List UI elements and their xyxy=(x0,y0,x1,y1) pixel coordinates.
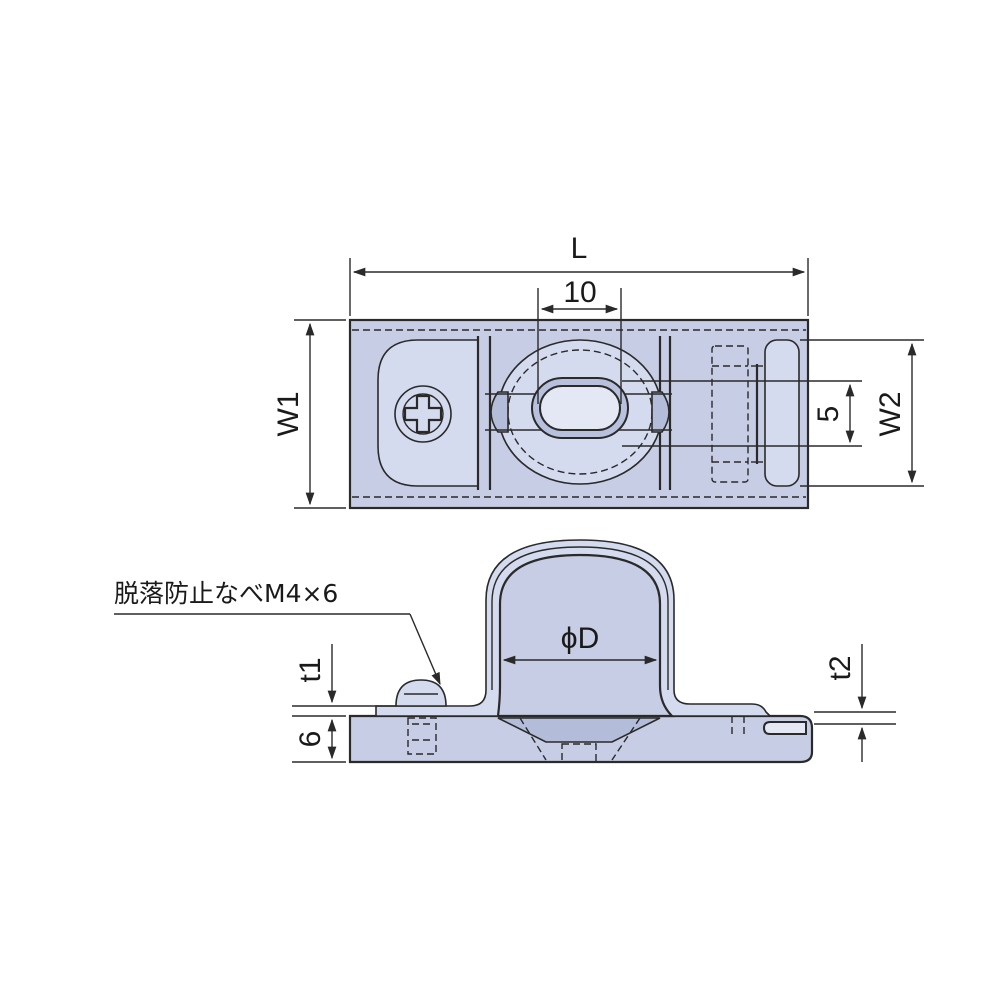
side-dimensions: ϕD 6 t1 t2 xyxy=(292,622,896,763)
dim-base-height-label: 6 xyxy=(294,731,327,748)
dim-slot-length-label: 10 xyxy=(563,276,596,309)
side-view xyxy=(348,539,814,764)
dim-diameter-label: ϕD xyxy=(561,622,599,655)
dim-t2-label: t2 xyxy=(824,655,857,680)
pan-head-screw-icon xyxy=(395,679,447,755)
phillips-screw-icon xyxy=(394,385,452,443)
hook-slot xyxy=(764,339,800,487)
dim-slot-width-label: 5 xyxy=(812,406,845,423)
dim-t1-label: t1 xyxy=(294,657,327,682)
top-dimensions: L 10 W1 5 W2 xyxy=(272,232,924,509)
top-view xyxy=(348,318,810,510)
screw-callout-label: 脱落防止なべM4×6 xyxy=(114,579,338,608)
dim-w2-label: W2 xyxy=(874,392,907,437)
dim-w1-label: W1 xyxy=(272,392,305,437)
screw-callout: 脱落防止なべM4×6 xyxy=(114,579,441,686)
dim-length-label: L xyxy=(571,232,588,265)
